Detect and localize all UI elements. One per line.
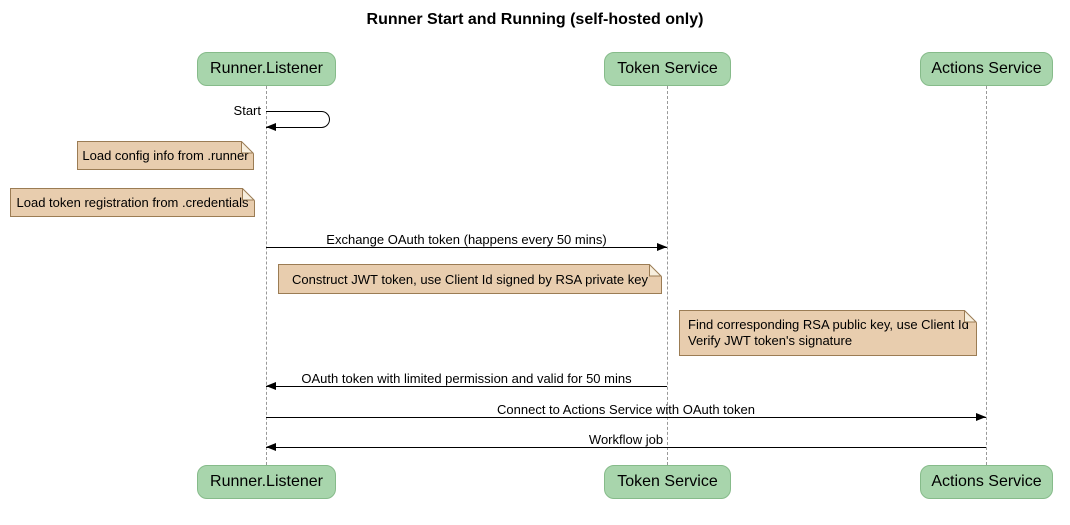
message-line [266, 247, 667, 248]
note-text: Load config info from .runner [82, 148, 249, 163]
note-fold-icon [241, 141, 254, 154]
message-line [266, 417, 986, 418]
arrowhead-right-icon [976, 413, 986, 421]
message-label-exchange-oauth: Exchange OAuth token (happens every 50 m… [326, 232, 607, 247]
message-label-oauth-token-back: OAuth token with limited permission and … [301, 371, 632, 386]
participant-label: Runner.Listener [210, 473, 323, 490]
message-line [266, 386, 667, 387]
participant-label: Actions Service [931, 60, 1042, 77]
self-message-loop [266, 111, 330, 128]
arrowhead-left-icon [266, 123, 276, 131]
participant-top-runner-listener: Runner.Listener [197, 52, 336, 86]
diagram-title: Runner Start and Running (self-hosted on… [366, 11, 704, 28]
note-fold-icon [964, 310, 977, 323]
arrowhead-left-icon [266, 443, 276, 451]
arrowhead-right-icon [657, 243, 667, 251]
note-text-line1: Find corresponding RSA public key, use C… [688, 317, 969, 332]
message-label-workflow-job: Workflow job [588, 432, 664, 447]
note-fold-icon [649, 264, 662, 277]
participant-top-actions-service: Actions Service [920, 52, 1053, 86]
participant-bottom-actions-service: Actions Service [920, 465, 1053, 499]
note-text: Load token registration from .credential… [16, 195, 249, 210]
lifeline-token-service [667, 86, 668, 465]
note-text-line2: Verify JWT token's signature [688, 333, 853, 348]
note-load-token-registration: Load token registration from .credential… [10, 188, 255, 217]
note-construct-jwt: Construct JWT token, use Client Id signe… [278, 264, 662, 294]
message-label-connect-actions: Connect to Actions Service with OAuth to… [497, 402, 755, 417]
message-line [266, 447, 986, 448]
participant-label: Token Service [617, 473, 718, 490]
lifeline-runner-listener [266, 86, 267, 465]
participant-bottom-runner-listener: Runner.Listener [197, 465, 336, 499]
message-label-start: Start [233, 103, 261, 118]
arrowhead-left-icon [266, 382, 276, 390]
note-load-config: Load config info from .runner [77, 141, 254, 170]
note-text: Construct JWT token, use Client Id signe… [292, 271, 648, 287]
participant-label: Token Service [617, 60, 718, 77]
participant-bottom-token-service: Token Service [604, 465, 731, 499]
note-verify-jwt: Find corresponding RSA public key, use C… [679, 310, 977, 356]
participant-top-token-service: Token Service [604, 52, 731, 86]
participant-label: Actions Service [931, 473, 1042, 490]
note-fold-icon [242, 188, 255, 201]
lifeline-actions-service [986, 86, 987, 465]
participant-label: Runner.Listener [210, 60, 323, 77]
